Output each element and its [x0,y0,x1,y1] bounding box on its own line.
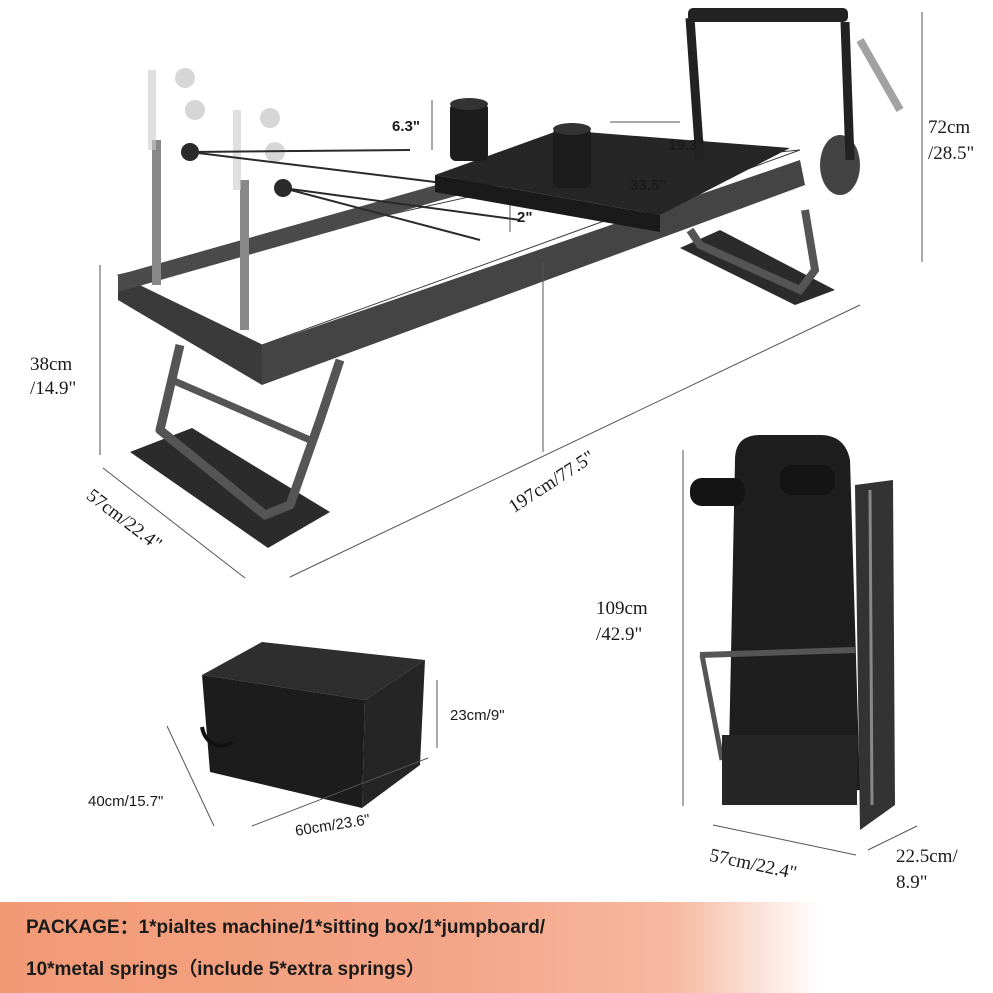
frame-height-label: 38cm [30,354,73,375]
total-height-inch-label: /28.5" [928,143,975,164]
shoulder-block-height-label: 6.3" [392,118,420,135]
carriage-width-label: 19.3" [668,137,705,154]
frame-front-end [118,275,262,385]
pulley-post-left [152,140,161,285]
box-height-label: 23cm/9" [450,707,505,724]
folded-height-label: 109cm [596,598,648,619]
shoulder-block [450,103,488,161]
package-line-2: 10*metal springs（include 5*extra springs… [26,959,426,980]
shoulder-block [553,128,591,188]
rope [282,187,481,241]
folded-depth-label: 22.5cm/ [896,846,958,867]
front-leg-crossbar [170,376,312,444]
foot-bar [688,8,848,22]
package-banner: PACKAGE：1*pialtes machine/1*sitting box/… [0,902,820,993]
folded-reformer-illustration [682,435,918,856]
sitting-box-illustration [166,642,438,827]
box-depth-label: 40cm/15.7" [88,793,164,810]
dimension-lines [99,12,923,579]
rear-leg [686,209,820,295]
pulley-post-right [240,180,249,330]
carriage-thickness-label: 2" [517,209,533,226]
rope [282,187,521,221]
folded-depth-inch-label: 8.9" [896,872,928,893]
rope [189,149,411,153]
package-line-1: PACKAGE：1*pialtes machine/1*sitting box/… [26,917,546,938]
carriage-length-label: 33.5" [630,177,667,194]
folded-height-inch-label: /42.9" [596,624,643,645]
frame-height-inch-label: /14.9" [30,378,77,399]
total-height-label: 72cm [928,117,971,138]
front-leg [155,343,345,520]
frame-side-rail-near [262,160,805,385]
